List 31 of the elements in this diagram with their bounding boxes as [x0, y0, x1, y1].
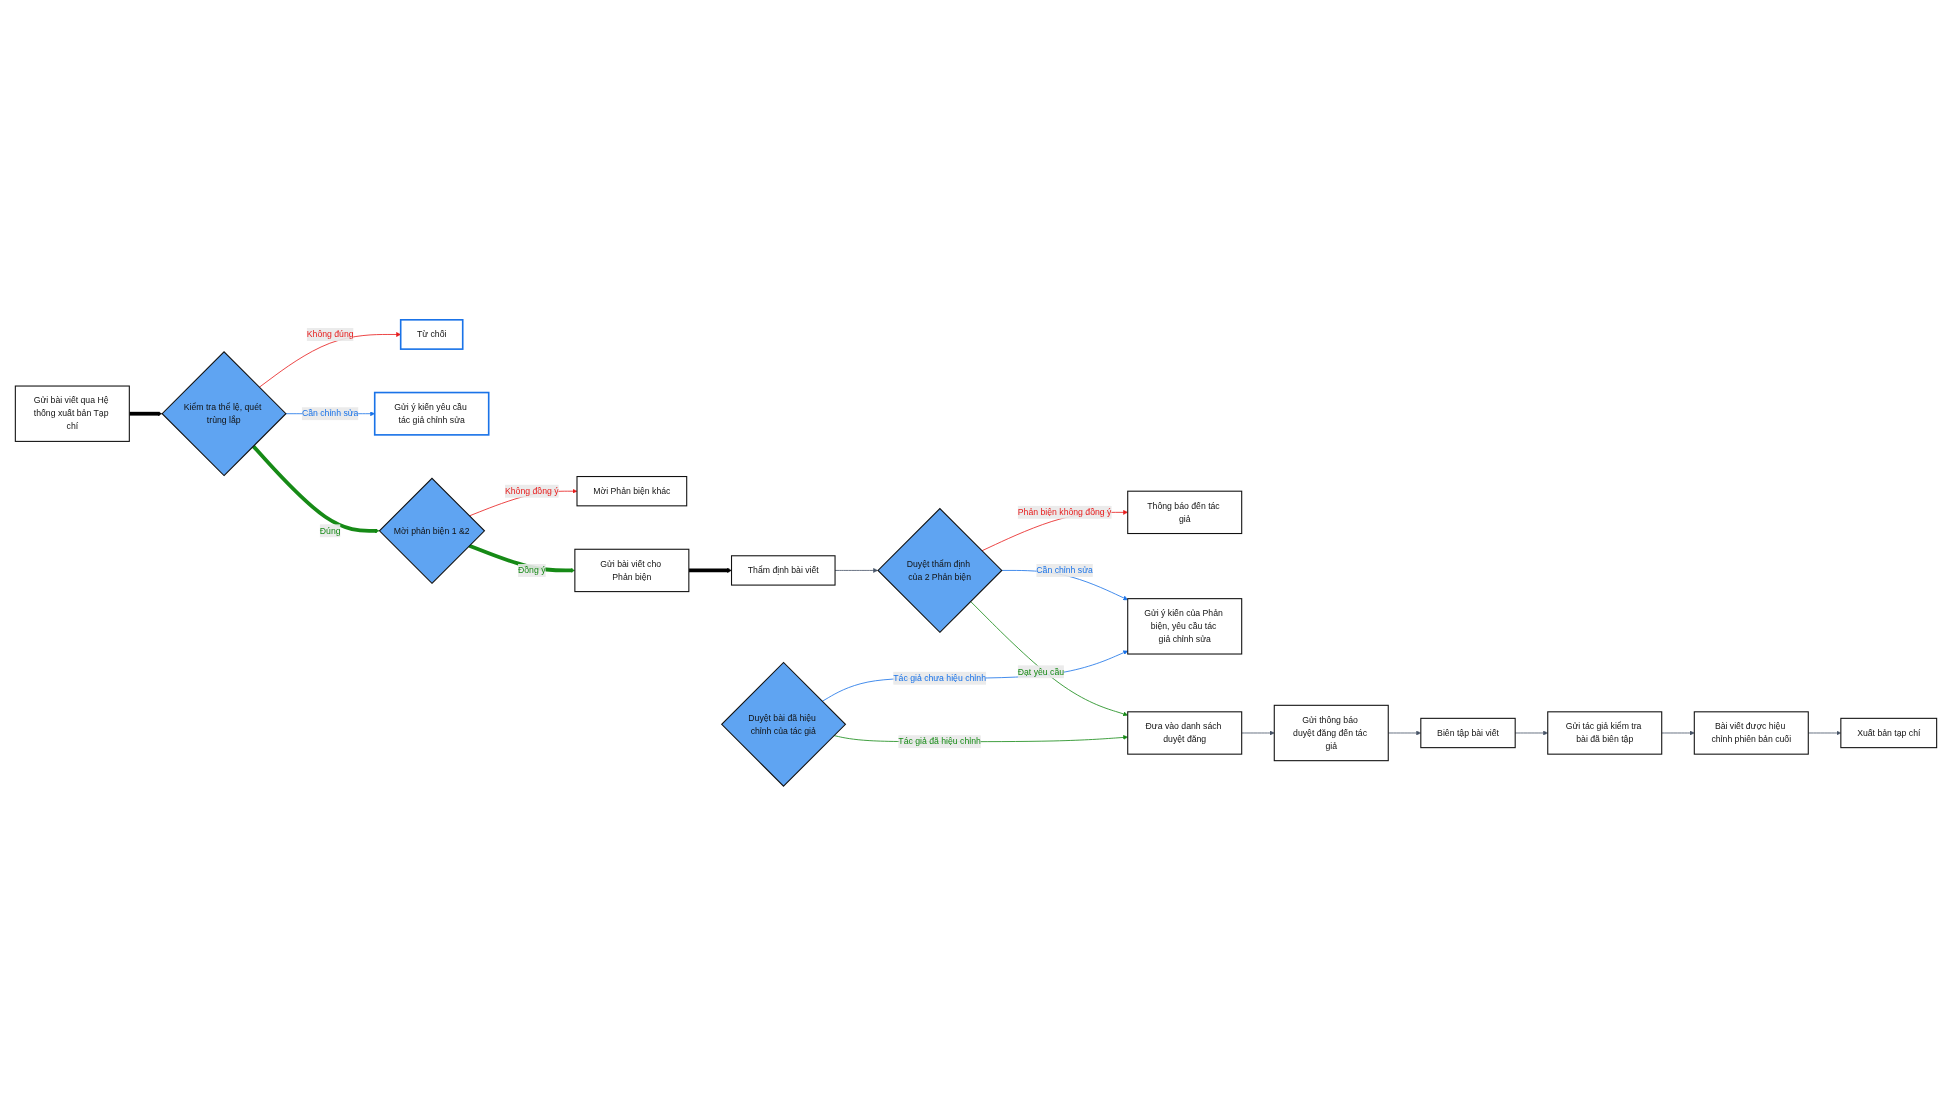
edge-label: Tác giả chưa hiệu chỉnh [892, 673, 986, 683]
edge-label: Đúng [319, 525, 341, 536]
edge-label: Đồng ý [517, 565, 546, 575]
edge-label: Không đồng ý [504, 486, 559, 496]
node-box: Gửi ý kiến yêu cầu tác giả chỉnh sửa [373, 391, 489, 436]
arrow [251, 444, 379, 534]
arrow [128, 411, 162, 417]
arrow [688, 568, 732, 573]
node-box: Đưa vào danh sách duyệt đăng [1126, 711, 1242, 755]
node-box: Biên tập bài viết [1419, 717, 1516, 749]
node-box: Gửi thông báo duyệt đăng đến tác giả [1273, 704, 1389, 762]
node-box: Gửi bài viết qua Hệ thống xuất bản Tạp chí [14, 385, 130, 442]
edge-label: Phản biện không đồng ý [1017, 507, 1111, 517]
node-box: Gửi ý kiến của Phản biện, yêu cầu tác giả chỉnh sửa [1126, 598, 1242, 655]
node-box: Mời Phản biện khác [575, 476, 687, 507]
node-box: Thẩm định bài viết [730, 555, 836, 586]
node-box: Xuất bản tạp chí [1839, 717, 1937, 749]
node-diamond: Duyệt bài đã hiệu chỉnh của tác giả [720, 661, 846, 787]
node-box: Gửi bài viết cho Phản biện [573, 548, 689, 593]
node-box: Bài viết được hiệu chỉnh phiên bản cuối [1693, 711, 1809, 755]
node-box: Gửi tác giả kiểm tra bài đã biên tập [1546, 711, 1662, 755]
node-diamond: Kiểm tra thể lệ, quét trùng lắp [160, 351, 287, 477]
node-box: Thông báo đến tác giả [1126, 490, 1242, 535]
node-diamond: Duyệt thẩm định của 2 Phản biện [876, 507, 1003, 634]
edge-label: Không đúng [306, 329, 354, 339]
edge-label: Cần chỉnh sửa [1035, 565, 1093, 575]
node-diamond: Mời phản biện 1 &2 [378, 477, 485, 585]
edge-label: Cần chỉnh sửa [301, 408, 358, 419]
node-box: Từ chối [399, 319, 464, 350]
edge-label: Tác giả đã hiệu chỉnh [897, 736, 981, 747]
edge-label: Đạt yêu cầu [1017, 666, 1064, 677]
